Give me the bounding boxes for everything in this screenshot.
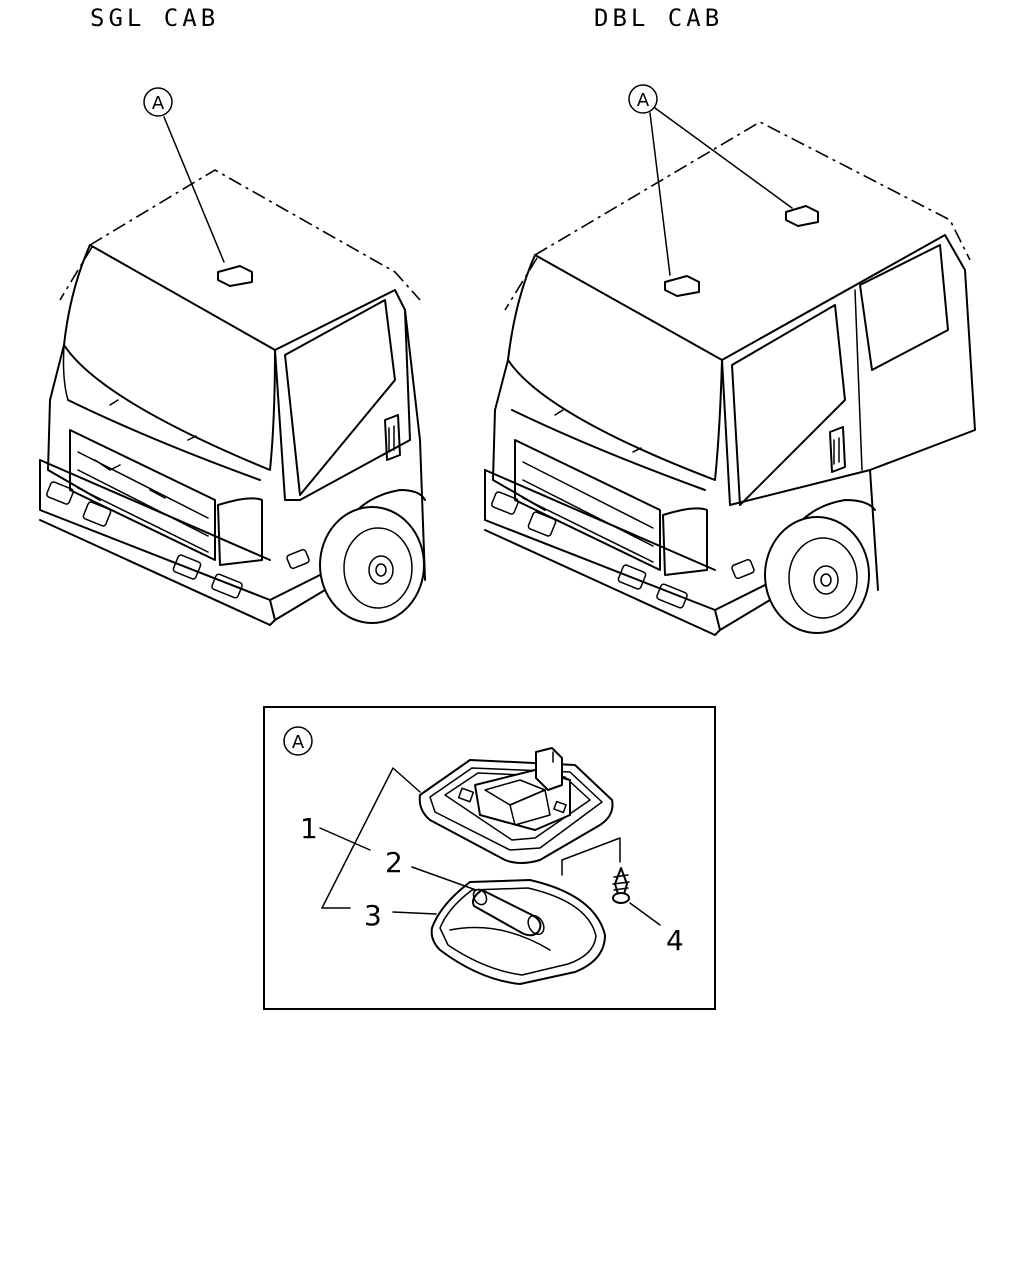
detail-a-panel: A [263,706,716,1010]
double-cab-truck [484,121,976,636]
single-cab-truck [39,169,426,626]
lamp-housing [418,747,614,864]
part-label-3: 3 [364,899,382,932]
single-cab-heading: SGL CAB [90,4,220,32]
bulb [472,888,545,937]
double-cab-callout-letter: A [637,90,650,111]
part-label-1: 1 [300,812,318,845]
detail-callout-letter: A [292,732,305,753]
single-cab-callout-letter: A [152,93,165,114]
part-label-2: 2 [385,846,403,879]
part-label-4: 4 [666,924,684,957]
double-cab-heading: DBL CAB [594,4,724,32]
double-cab-callout-a: A [628,84,793,276]
screw [612,867,630,904]
single-cab-callout-a: A [143,87,225,263]
